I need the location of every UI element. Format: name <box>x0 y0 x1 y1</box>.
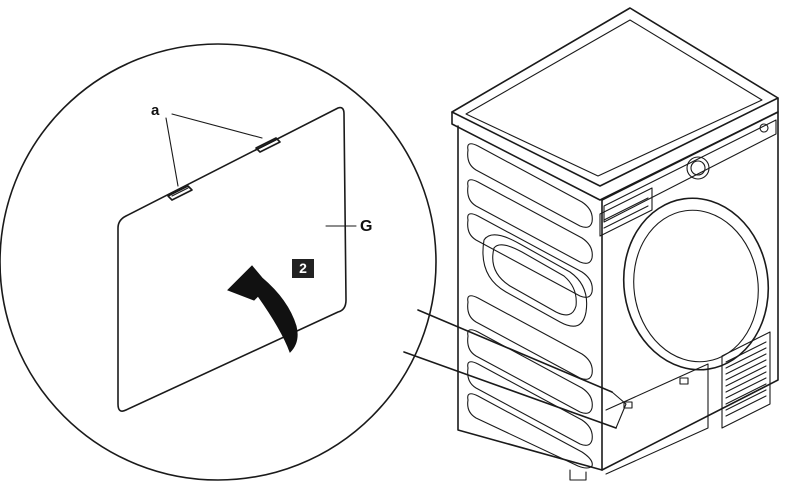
rotation-arrow-icon <box>227 265 298 353</box>
dryer-side-ribs <box>467 143 593 469</box>
zoom-detail <box>0 43 437 481</box>
dryer-power-button <box>759 123 769 133</box>
dryer-illustration <box>451 7 779 481</box>
cover-tabs <box>167 137 281 201</box>
dryer-front <box>601 111 779 471</box>
part-label-g: G <box>360 218 373 235</box>
dryer-condenser-flap <box>605 363 709 475</box>
dryer-side-oval <box>482 234 588 327</box>
dryer-vent-grille <box>721 331 771 429</box>
leader-line-a-1 <box>165 117 179 187</box>
dryer-top-inner <box>465 19 763 177</box>
dryer-panel-strip <box>603 119 777 223</box>
zoom-circle <box>0 43 437 481</box>
zoom-callout-lines <box>403 309 627 429</box>
dryer-top-edge <box>451 97 779 201</box>
step-number-badge: 2 <box>292 259 314 278</box>
cover-panel-g <box>117 106 347 412</box>
dryer-side <box>457 125 603 471</box>
dryer-top <box>451 7 779 187</box>
dryer-control-panel <box>599 119 777 237</box>
dryer-detergent-drawer <box>599 187 653 237</box>
part-label-a: a <box>151 102 160 119</box>
leader-line-a-2 <box>171 113 263 139</box>
dryer-program-knob <box>686 156 710 180</box>
dryer-foot <box>569 469 587 481</box>
